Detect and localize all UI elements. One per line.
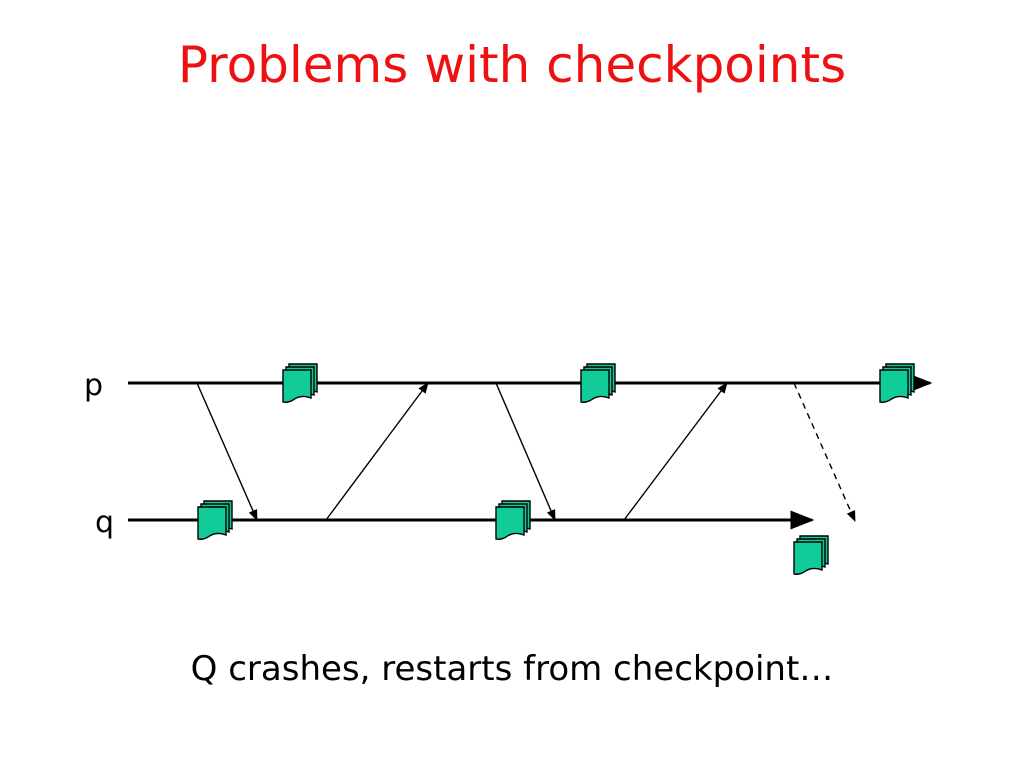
checkpoint-stack-icon (495, 500, 531, 540)
message-p-to-q-lost (793, 382, 856, 523)
process-p-label: p (84, 368, 104, 403)
checkpoint-stack-icon (580, 363, 616, 403)
message-q-to-p-1 (325, 382, 429, 521)
process-q-label: q (95, 505, 115, 540)
slide-title: Problems with checkpoints (177, 36, 847, 94)
checkpoint-stack-icon (282, 363, 318, 403)
checkpoint-stack-icon (197, 500, 233, 540)
checkpoint-stack-icon (793, 535, 829, 575)
message-p-to-q-2 (495, 382, 556, 522)
slide-caption: Q crashes, restarts from checkpoint… (190, 649, 834, 689)
message-p-to-q-1 (196, 382, 258, 522)
checkpoint-stack-icon (879, 363, 915, 403)
message-q-to-p-2 (623, 382, 728, 521)
